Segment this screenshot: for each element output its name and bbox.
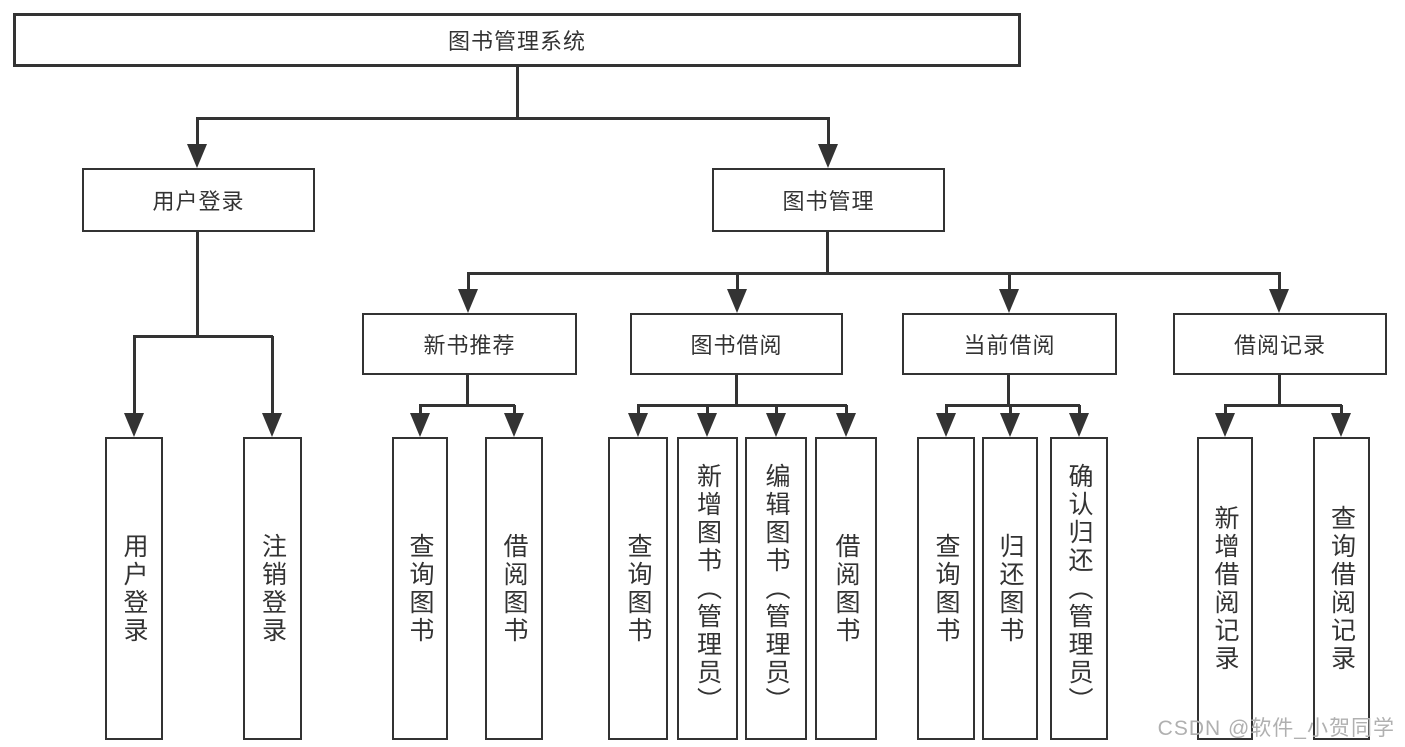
arrow-shaft-current-children	[1078, 405, 1081, 417]
connector-bar-root-to-level2	[196, 117, 830, 120]
arrowhead-down-icon	[458, 289, 478, 313]
node-new-book-recommend: 新书推荐	[362, 313, 577, 375]
arrow-shaft-current-children	[1009, 405, 1012, 417]
connector-bar-records-children	[1224, 404, 1342, 407]
arrowhead-down-icon	[1069, 413, 1089, 437]
connector-stem-user-login-children	[196, 232, 199, 338]
node-book-management: 图书管理	[712, 168, 945, 232]
arrowhead-down-icon	[262, 413, 282, 437]
connector-bar-user-login-children	[133, 335, 273, 338]
node-current-borrowing: 当前借阅	[902, 313, 1117, 375]
node-borrowing-records: 借阅记录	[1173, 313, 1387, 375]
arrowhead-down-icon	[1215, 413, 1235, 437]
arrow-shaft-borrowing-children	[706, 405, 709, 417]
node-leaf-query-books-3: 查询图书	[917, 437, 975, 740]
arrow-shaft-records-children	[1340, 405, 1343, 417]
node-library-system: 图书管理系统	[13, 13, 1021, 67]
arrowhead-down-icon	[187, 144, 207, 168]
arrowhead-down-icon	[1000, 413, 1020, 437]
arrow-shaft-book-mgmt-children	[736, 273, 739, 293]
node-leaf-query-borrow-record: 查询借阅记录	[1313, 437, 1370, 740]
arrow-shaft-new-book-children	[513, 405, 516, 417]
node-leaf-borrow-books-2: 借阅图书	[815, 437, 877, 740]
node-leaf-query-books-2: 查询图书	[608, 437, 668, 740]
arrow-shaft-borrowing-children	[845, 405, 848, 417]
node-leaf-borrow-books-1: 借阅图书	[485, 437, 543, 740]
arrowhead-down-icon	[727, 289, 747, 313]
arrow-shaft-user-login-children	[133, 336, 136, 417]
connector-stem-borrowing-children	[735, 375, 738, 407]
arrow-shaft-root-to-level2	[196, 118, 199, 148]
arrowhead-down-icon	[504, 413, 524, 437]
node-leaf-user-login: 用户登录	[105, 437, 163, 740]
connector-bar-current-children	[945, 404, 1080, 407]
node-leaf-return-book: 归还图书	[982, 437, 1038, 740]
arrowhead-down-icon	[818, 144, 838, 168]
arrowhead-down-icon	[766, 413, 786, 437]
arrow-shaft-new-book-children	[419, 405, 422, 417]
connector-bar-new-book-children	[419, 404, 515, 407]
connector-stem-root-to-level2	[516, 67, 519, 120]
node-leaf-edit-book-admin: 编辑图书（管理员）	[745, 437, 807, 740]
arrowhead-down-icon	[697, 413, 717, 437]
connector-stem-new-book-children	[466, 375, 469, 407]
arrowhead-down-icon	[836, 413, 856, 437]
arrowhead-down-icon	[1269, 289, 1289, 313]
connector-bar-book-mgmt-children	[467, 272, 1281, 275]
arrow-shaft-current-children	[945, 405, 948, 417]
connector-bar-borrowing-children	[637, 404, 847, 407]
arrow-shaft-root-to-level2	[827, 118, 830, 148]
arrow-shaft-borrowing-children	[637, 405, 640, 417]
arrowhead-down-icon	[1331, 413, 1351, 437]
arrow-shaft-records-children	[1224, 405, 1227, 417]
node-user-login: 用户登录	[82, 168, 315, 232]
arrowhead-down-icon	[410, 413, 430, 437]
connector-stem-book-mgmt-children	[826, 232, 829, 275]
arrowhead-down-icon	[936, 413, 956, 437]
arrowhead-down-icon	[999, 289, 1019, 313]
connector-stem-records-children	[1278, 375, 1281, 407]
arrow-shaft-book-mgmt-children	[1008, 273, 1011, 293]
arrowhead-down-icon	[628, 413, 648, 437]
node-leaf-query-books-1: 查询图书	[392, 437, 448, 740]
node-book-borrowing: 图书借阅	[630, 313, 843, 375]
connector-stem-current-children	[1007, 375, 1010, 407]
arrow-shaft-book-mgmt-children	[1278, 273, 1281, 293]
node-leaf-logout: 注销登录	[243, 437, 302, 740]
node-leaf-add-book-admin: 新增图书（管理员）	[677, 437, 738, 740]
node-leaf-add-borrow-record: 新增借阅记录	[1197, 437, 1253, 740]
arrow-shaft-borrowing-children	[775, 405, 778, 417]
arrow-shaft-book-mgmt-children	[467, 273, 470, 293]
csdn-watermark: CSDN @软件_小贺同学	[1157, 717, 1395, 740]
arrowhead-down-icon	[124, 413, 144, 437]
arrow-shaft-user-login-children	[271, 336, 274, 417]
node-leaf-confirm-return-admin: 确认归还（管理员）	[1050, 437, 1108, 740]
